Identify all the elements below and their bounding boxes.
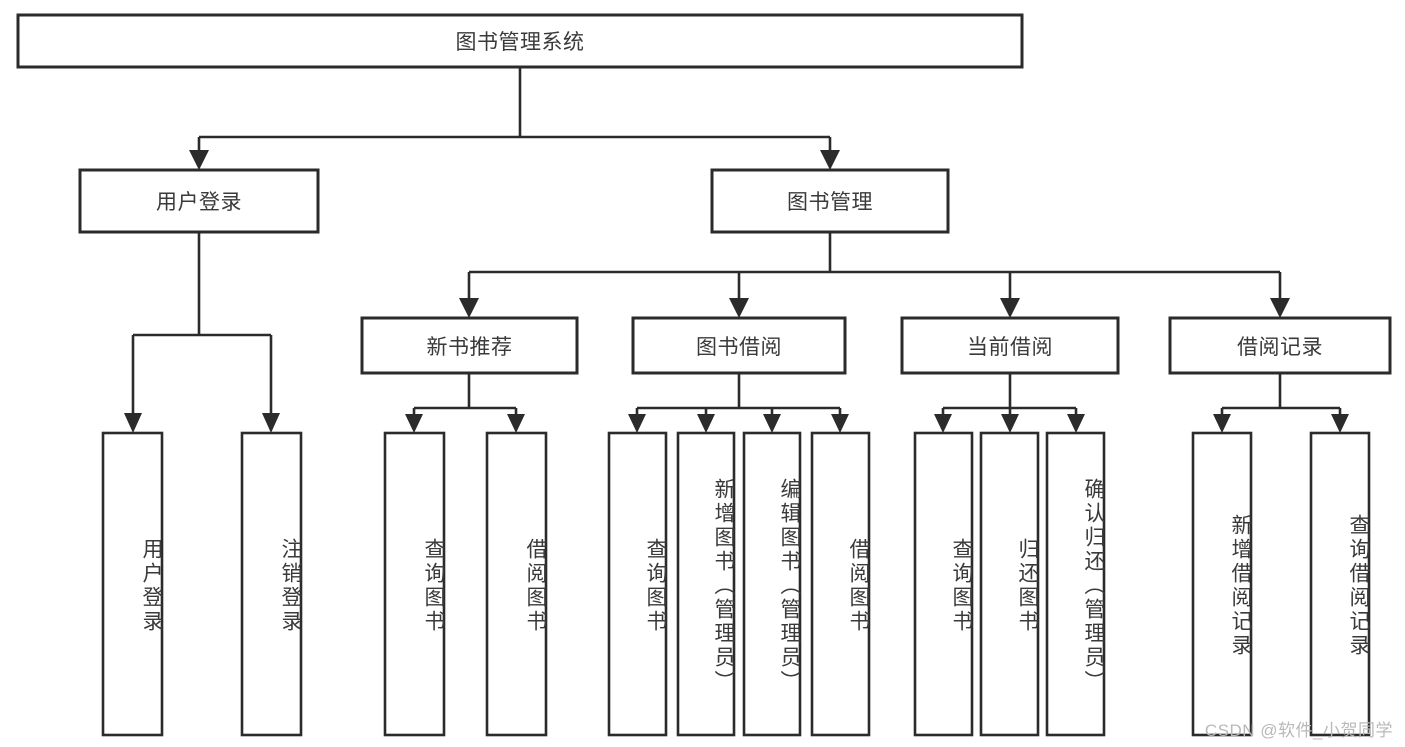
node-box-book-management[interactable] — [710, 168, 950, 234]
leaf-box-edit-book-admin[interactable] — [742, 431, 802, 737]
leaf-box-query-book-rec[interactable] — [383, 431, 446, 737]
node-box-user-login[interactable] — [78, 168, 320, 234]
leaf-box-query-borrow-record[interactable] — [1309, 431, 1371, 737]
arrow-head-leaf-add-borrow-record — [1213, 414, 1231, 433]
arrow-head-leaf-add-book-admin — [697, 414, 715, 433]
leaf-box-query-book-borrow[interactable] — [607, 431, 668, 737]
leaf-box-confirm-return-admin[interactable] — [1045, 431, 1106, 737]
leaf-box-return-book[interactable] — [979, 431, 1040, 737]
arrow-head-leaf-return-book — [1001, 414, 1019, 433]
arrow-head-leaf-edit-book-admin — [763, 414, 781, 433]
arrow-head-leaf-borrow-book-rec — [507, 414, 525, 433]
node-box-new-book-recommend[interactable] — [360, 316, 579, 375]
node-box-root[interactable] — [16, 13, 1024, 69]
arrow-head-book-management — [820, 150, 840, 170]
arrow-head-leaf-confirm-return-admin — [1067, 414, 1085, 433]
leaf-box-user-login[interactable] — [101, 431, 164, 737]
leaf-box-logout[interactable] — [240, 431, 303, 737]
leaf-box-add-book-admin[interactable] — [676, 431, 736, 737]
node-box-borrow-record[interactable] — [1168, 316, 1392, 375]
arrow-head-new-book-recommend — [459, 298, 479, 318]
leaf-box-borrow-book-rec[interactable] — [485, 431, 548, 737]
arrow-head-leaf-borrow-book — [831, 414, 849, 433]
arrow-head-leaf-query-book-rec — [405, 414, 423, 433]
arrow-head-current-borrow — [1000, 298, 1020, 318]
node-box-current-borrow[interactable] — [900, 316, 1120, 375]
leaf-box-add-borrow-record[interactable] — [1191, 431, 1253, 737]
arrow-head-leaf-query-borrow-record — [1331, 414, 1349, 433]
node-box-book-borrow[interactable] — [631, 316, 847, 375]
leaf-box-query-book-current[interactable] — [913, 431, 974, 737]
arrow-head-borrow-record — [1270, 298, 1290, 318]
leaf-box-borrow-book[interactable] — [810, 431, 871, 737]
arrow-head-leaf-user-login — [124, 413, 142, 433]
arrow-head-leaf-query-book-current — [934, 414, 952, 433]
arrow-head-leaf-query-book-borrow — [628, 414, 646, 433]
arrow-head-user-login — [189, 150, 209, 170]
arrow-head-leaf-logout — [262, 413, 280, 433]
arrow-head-book-borrow — [729, 298, 749, 318]
